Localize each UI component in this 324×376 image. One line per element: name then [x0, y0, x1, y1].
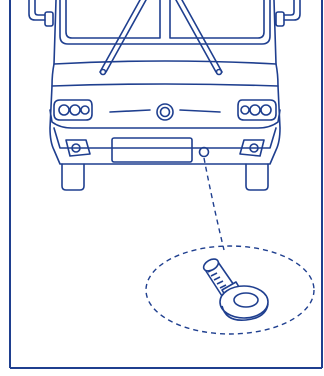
plate-recess: [112, 138, 192, 162]
wheels: [62, 164, 268, 190]
tow-eye-icon: [202, 257, 268, 321]
left-mirror-icon: [29, 0, 53, 26]
left-headlights-icon: [54, 100, 92, 120]
bus-front: [29, 0, 300, 190]
front-bumper: [50, 110, 280, 128]
right-headlights-icon: [238, 100, 276, 120]
tow-eye-mount-icon: [200, 148, 209, 157]
front-badge-icon: [110, 104, 220, 120]
right-mirror-icon: [276, 0, 300, 26]
leader-line: [204, 158, 224, 250]
